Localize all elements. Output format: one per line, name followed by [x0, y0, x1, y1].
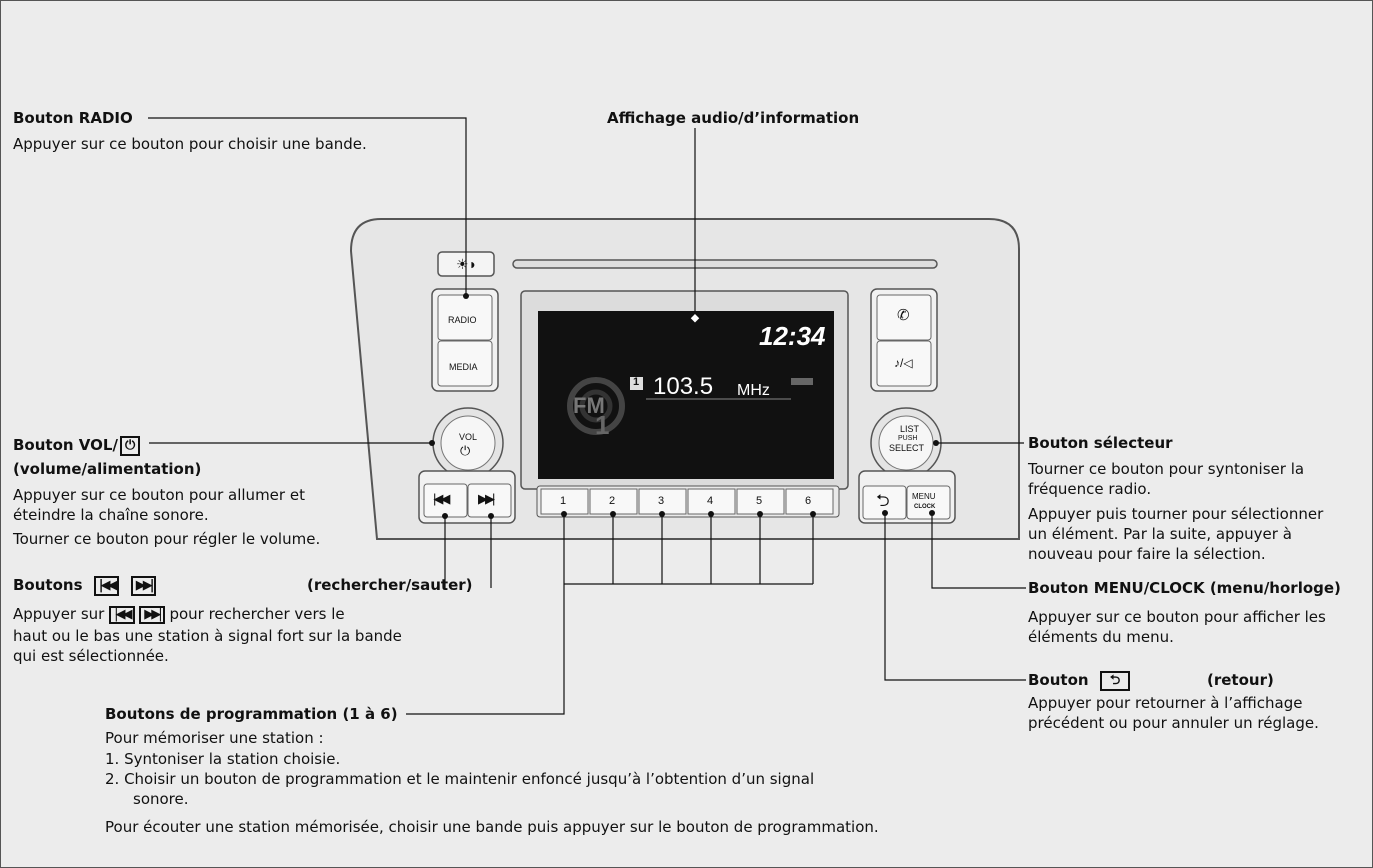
- seek-desc-1a: Appuyer sur: [13, 605, 105, 623]
- presets-line-1: Pour mémoriser une station :: [105, 729, 324, 747]
- seek-title: Boutons |◀◀ ▶▶|: [13, 575, 157, 596]
- presets-title: Boutons de programmation (1 à 6): [105, 705, 398, 723]
- vol-subtitle: (volume/alimentation): [13, 460, 202, 478]
- cd-slot: [512, 259, 938, 269]
- back-desc-1: Appuyer pour retourner à l’affichage: [1028, 694, 1303, 712]
- back-arrow-icon: ⮌: [1099, 670, 1131, 691]
- preset-button-6[interactable]: [785, 488, 834, 515]
- seek-suffix: (rechercher/sauter): [307, 576, 473, 594]
- screen-frequency: 103.5: [653, 373, 714, 400]
- preset-button-label: 2: [609, 495, 616, 507]
- preset-button-label: 6: [805, 495, 812, 507]
- preset-button-label: 1: [560, 495, 567, 507]
- back-desc-2: précédent ou pour annuler un réglage.: [1028, 714, 1319, 732]
- power-icon: ⏻: [460, 443, 471, 458]
- screen-time: 12:34: [759, 321, 826, 351]
- preset-button-2[interactable]: [589, 488, 638, 515]
- vol-desc-3: Tourner ce bouton pour régler le volume.: [13, 530, 321, 548]
- selector-desc-5: nouveau pour faire la sélection.: [1028, 545, 1266, 563]
- power-icon: ⏻: [119, 435, 141, 456]
- back-title-text: Bouton: [1028, 671, 1089, 689]
- vol-title: Bouton VOL/⏻: [13, 435, 141, 456]
- skip-back-icon: |◀◀: [433, 491, 450, 506]
- preset-button-1[interactable]: [540, 488, 589, 515]
- vol-desc-1: Appuyer sur ce bouton pour allumer et: [13, 486, 305, 504]
- seek-desc-1: Appuyer sur |◀◀ ▶▶| pour rechercher vers…: [13, 604, 345, 624]
- selector-desc-2: fréquence radio.: [1028, 480, 1152, 498]
- seek-desc-3: qui est sélectionnée.: [13, 647, 169, 665]
- menu-title: Bouton MENU/CLOCK (menu/horloge): [1028, 579, 1341, 597]
- vol-title-text: Bouton VOL/: [13, 436, 118, 454]
- display-title: Affichage audio/d’information: [607, 109, 860, 127]
- menu-clock-button[interactable]: [906, 485, 951, 520]
- phone-button[interactable]: [876, 294, 932, 341]
- back-title: Bouton ⮌: [1028, 670, 1131, 691]
- screen-channel: 1: [595, 410, 610, 440]
- skip-back-icon: |◀◀: [93, 575, 120, 596]
- presets-line-4: sonore.: [133, 790, 189, 808]
- list-label: LIST: [900, 424, 920, 434]
- vol-knob-label: VOL: [459, 432, 478, 442]
- radio-title: Bouton RADIO: [13, 109, 133, 127]
- preset-button-4[interactable]: [687, 488, 736, 515]
- preset-button-label: 4: [707, 495, 714, 507]
- presets-line-2: 1. Syntoniser la station choisie.: [105, 750, 341, 768]
- menu-desc-1: Appuyer sur ce bouton pour afficher les: [1028, 608, 1326, 626]
- fm-band-icon: [567, 377, 625, 435]
- screen-preset: 1: [633, 376, 640, 388]
- seek-title-text: Boutons: [13, 576, 83, 594]
- selector-desc-3: Appuyer puis tourner pour sélectionner: [1028, 505, 1324, 523]
- presets-line-3: 2. Choisir un bouton de programmation et…: [105, 770, 815, 788]
- preset-button-label: 5: [756, 495, 763, 507]
- clock-label: CLOCK: [914, 504, 936, 510]
- select-label: SELECT: [889, 443, 925, 453]
- back-arrow-icon: ⮌: [876, 491, 890, 510]
- music-icon: ♪/◁: [894, 356, 913, 370]
- vol-desc-2: éteindre la chaîne sonore.: [13, 506, 209, 524]
- selector-desc-4: un élément. Par la suite, appuyer à: [1028, 525, 1292, 543]
- skip-back-icon: |◀◀: [109, 605, 135, 624]
- media-button-label: MEDIA: [449, 362, 478, 372]
- seek-desc-1b: pour rechercher vers le: [169, 605, 345, 623]
- preset-button-label: 3: [658, 495, 665, 507]
- back-suffix: (retour): [1207, 671, 1274, 689]
- skip-forward-icon: ▶▶|: [478, 491, 495, 506]
- selector-title: Bouton sélecteur: [1028, 434, 1173, 452]
- menu-desc-2: éléments du menu.: [1028, 628, 1174, 646]
- skip-forward-icon: ▶▶|: [130, 575, 157, 596]
- music-button[interactable]: [876, 340, 932, 387]
- menu-label: MENU: [912, 492, 936, 501]
- phone-icon: ✆: [897, 307, 910, 324]
- skip-forward-icon: ▶▶|: [139, 605, 165, 624]
- preset-indicator: [630, 377, 643, 390]
- presets-line-5: Pour écouter une station mémorisée, choi…: [105, 818, 879, 836]
- media-button[interactable]: [437, 340, 493, 387]
- radio-button-label: RADIO: [448, 315, 477, 325]
- seek-desc-2: haut ou le bas une station à signal fort…: [13, 627, 402, 645]
- selector-desc-1: Tourner ce bouton pour syntoniser la: [1028, 460, 1305, 478]
- push-label: PUSH: [898, 435, 918, 442]
- screen-band: FM: [573, 393, 605, 418]
- preset-button-5[interactable]: [736, 488, 785, 515]
- screen-frequency-unit: MHz: [737, 382, 770, 399]
- radio-desc: Appuyer sur ce bouton pour choisir une b…: [13, 135, 367, 153]
